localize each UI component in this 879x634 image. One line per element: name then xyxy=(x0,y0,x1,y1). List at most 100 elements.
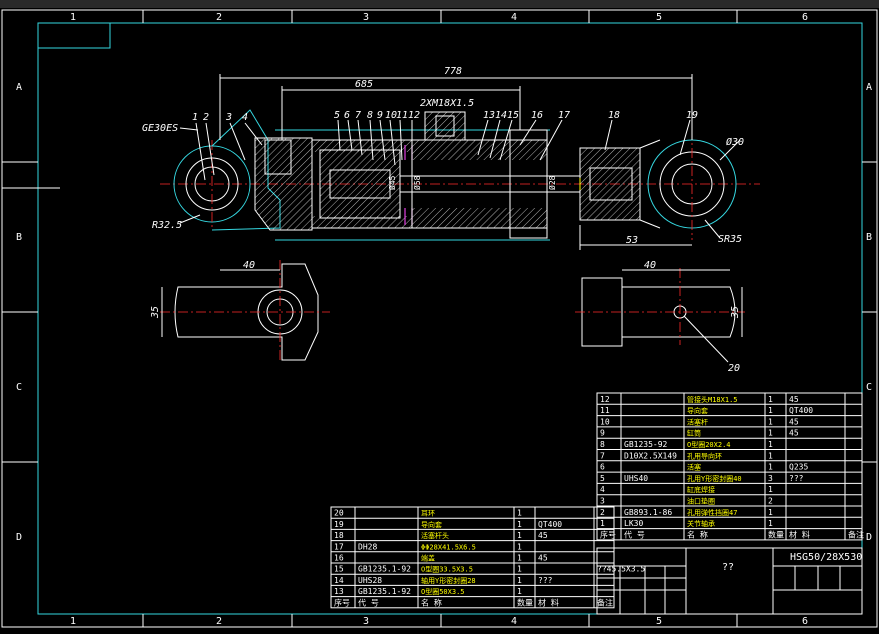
sr-right: SR35 xyxy=(718,234,742,245)
thread-label: 2XM18X1.5 xyxy=(420,98,474,109)
table-cell: 11 xyxy=(600,406,610,415)
table-cell: 缸底焊接 xyxy=(687,485,715,494)
col-label: 3 xyxy=(363,12,369,23)
table-header-cell: 序号 xyxy=(600,529,616,539)
col-label: 1 xyxy=(70,616,76,627)
table-cell: D10X2.5X149 xyxy=(624,451,677,460)
balloon: 20 xyxy=(728,363,740,374)
table-cell: 1 xyxy=(768,429,773,438)
balloon: 16 xyxy=(531,110,543,121)
balloon: 14 xyxy=(495,110,507,121)
table-cell: 45 xyxy=(538,531,548,540)
row-label: D xyxy=(16,532,22,543)
col-label: 2 xyxy=(216,616,222,627)
table-cell: 5 xyxy=(600,474,605,483)
table-cell: 孔用Y形密封圈40 xyxy=(687,474,742,483)
table-cell: 1 xyxy=(517,531,522,540)
row-label: C xyxy=(16,382,22,393)
table-cell: 20 xyxy=(334,509,344,518)
table-cell: O型圈50X3.5 xyxy=(421,587,465,596)
dim-inner: 685 xyxy=(355,79,373,90)
balloon: 2 xyxy=(203,112,209,123)
table-cell: UHS40 xyxy=(624,474,648,483)
table-cell: 14 xyxy=(334,576,344,585)
drawing-name: ?? xyxy=(722,562,734,573)
table-cell: 15 xyxy=(334,565,344,574)
table-cell: 缸筒 xyxy=(687,429,701,438)
table-cell: GB893.1-86 xyxy=(624,508,672,517)
table-cell: 1 xyxy=(768,417,773,426)
table-cell: 12 xyxy=(600,395,610,404)
table-cell: GB1235.1-92 xyxy=(358,587,411,596)
row-label: B xyxy=(866,232,872,243)
table-header-cell: 代 号 xyxy=(358,597,379,607)
balloon: 6 xyxy=(344,110,350,121)
table-cell: 活塞杆头 xyxy=(421,531,449,540)
table-cell: O型圈33.5X3.5 xyxy=(421,565,473,574)
balloon: 8 xyxy=(367,110,373,121)
table-cell: 1 xyxy=(517,509,522,518)
dim-53: 53 xyxy=(626,235,638,246)
balloon: 19 xyxy=(686,110,698,121)
table-cell: 轴用Y形密封圈28 xyxy=(421,576,476,585)
table-cell: 3 xyxy=(600,497,605,506)
row-label: D xyxy=(866,532,872,543)
left-aux-view xyxy=(160,260,330,362)
col-label: 1 xyxy=(70,12,76,23)
table-header-cell: 备注 xyxy=(597,597,613,607)
balloon: 4 xyxy=(242,112,248,123)
table-cell: 导向套 xyxy=(687,406,708,415)
table-cell: 1 xyxy=(517,554,522,563)
row-label: B xyxy=(16,232,22,243)
table-cell: 1 xyxy=(768,440,773,449)
table-cell: 16 xyxy=(334,554,344,563)
inner-frame xyxy=(37,22,863,615)
col-label: 4 xyxy=(511,616,517,627)
right-height-dim: 35 xyxy=(730,306,741,319)
table-cell: 1 xyxy=(768,485,773,494)
row-label: C xyxy=(866,382,872,393)
balloon: 12 xyxy=(408,110,420,121)
table-cell: 3 xyxy=(768,474,773,483)
balloon: 13 xyxy=(483,110,495,121)
radius-left: R32.5 xyxy=(152,220,182,231)
table-cell: 10 xyxy=(600,417,610,426)
col-label: 6 xyxy=(802,12,808,23)
table-cell: 活塞杆 xyxy=(687,417,708,426)
balloon: 17 xyxy=(558,110,570,121)
drawing-number: HSG50/28X530 xyxy=(790,552,862,563)
main-section-view xyxy=(160,74,760,250)
table-cell: 端盖 xyxy=(421,554,435,563)
dia-58: Ø58 xyxy=(412,175,422,190)
table-cell: 45 xyxy=(538,554,548,563)
dia-right: Ø30 xyxy=(726,136,744,148)
balloon: 1 xyxy=(192,112,198,123)
table-cell: 1 xyxy=(768,519,773,528)
col-label: 5 xyxy=(656,12,662,23)
balloon: 3 xyxy=(225,112,232,123)
table-cell: 6 xyxy=(600,463,605,472)
table-header-cell: 材 料 xyxy=(538,597,559,607)
col-label: 6 xyxy=(802,616,808,627)
table-cell: 1 xyxy=(768,406,773,415)
table-cell: 关节轴承 xyxy=(687,519,715,528)
table-cell: 1 xyxy=(768,508,773,517)
table-cell: 13 xyxy=(334,587,344,596)
table-cell: QT400 xyxy=(538,520,562,529)
balloon: 9 xyxy=(377,110,383,121)
right-aux-view xyxy=(575,268,745,363)
table-cell: 7 xyxy=(600,451,605,460)
table-cell: 导向套 xyxy=(421,520,442,529)
table-cell: 45 xyxy=(789,429,799,438)
outer-frame xyxy=(1,9,878,628)
table-header-cell: 备注 xyxy=(848,529,864,539)
title-block xyxy=(596,547,863,615)
dia-28: Ø28 xyxy=(547,175,557,190)
table-cell: 1 xyxy=(517,542,522,551)
table-cell: 1 xyxy=(768,463,773,472)
right-width-dim: 40 xyxy=(644,260,656,271)
table-cell: 1 xyxy=(768,395,773,404)
table-cell: 2 xyxy=(600,508,605,517)
